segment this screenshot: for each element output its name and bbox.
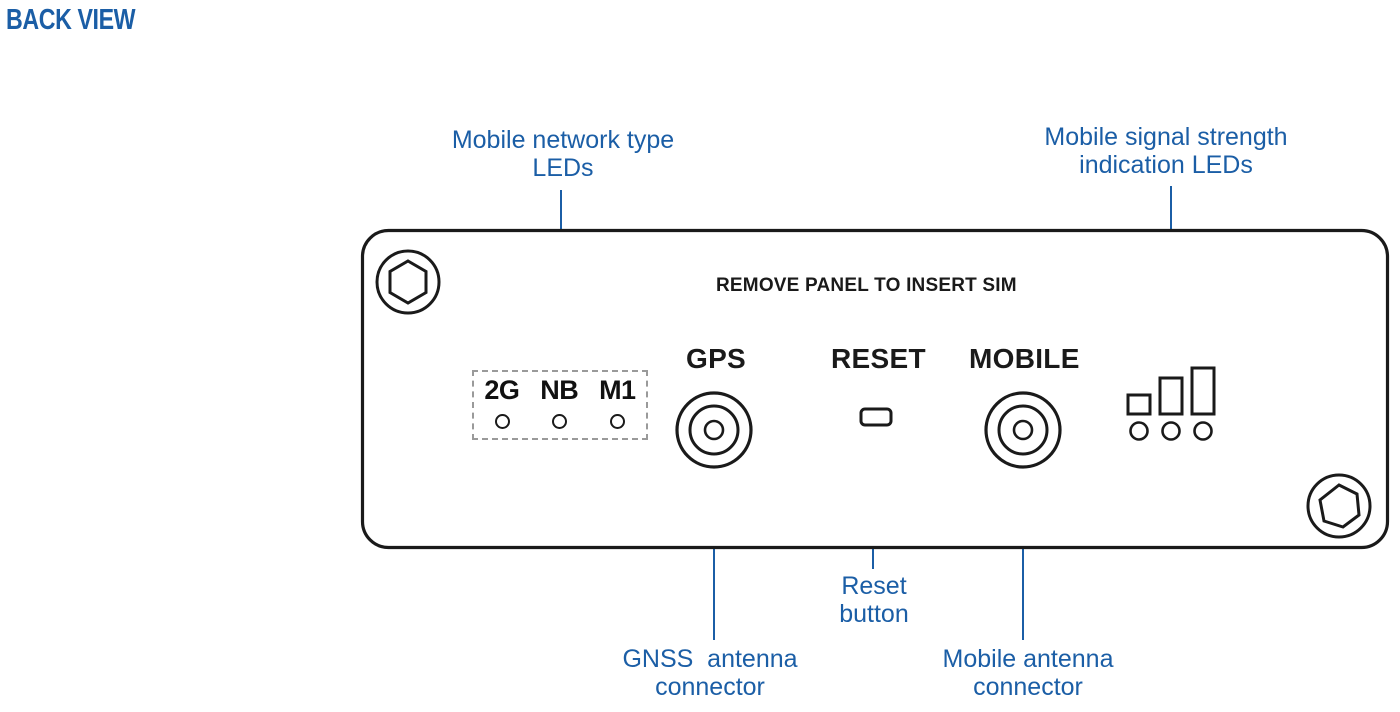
callout-gnss-connector: GNSS antenna connector <box>622 645 798 701</box>
reset-port-label: RESET <box>831 343 926 374</box>
callout-signal-strength-leds: Mobile signal strength indication LEDs <box>1044 123 1288 179</box>
callout-reset-button: Reset button <box>839 572 909 628</box>
signal-led-3 <box>1193 421 1213 441</box>
signal-led-1 <box>1129 421 1149 441</box>
network-led-nb <box>552 414 568 429</box>
leader-line-gnss-connector <box>713 468 715 640</box>
signal-bar-1 <box>1126 393 1152 416</box>
led-label-m1: M1 <box>599 375 636 405</box>
signal-strength-bars <box>1126 366 1216 416</box>
mobile-port-label: MOBILE <box>969 343 1080 374</box>
gps-port-label: GPS <box>686 343 747 374</box>
network-type-led-group: 2G NB M1 <box>472 370 648 440</box>
device-panel <box>360 228 1390 550</box>
screw-top-left <box>375 249 441 315</box>
screw-bottom-right <box>1306 473 1372 539</box>
reset-button <box>859 407 893 427</box>
sim-notice-text: REMOVE PANEL TO INSERT SIM <box>716 275 1017 296</box>
page-title: BACK VIEW <box>6 4 136 36</box>
callout-mobile-connector: Mobile antenna connector <box>942 645 1114 701</box>
mobile-antenna-connector <box>984 391 1062 469</box>
signal-bar-2 <box>1158 376 1184 416</box>
led-label-nb: NB <box>540 375 579 405</box>
led-label-2g: 2G <box>484 375 520 405</box>
signal-strength-leds <box>1129 421 1213 441</box>
network-type-led-dots <box>474 414 646 429</box>
network-type-led-labels: 2G NB M1 <box>474 375 646 406</box>
gnss-antenna-connector <box>675 391 753 469</box>
leader-line-mobile-connector <box>1022 468 1024 640</box>
network-led-m1 <box>609 414 625 429</box>
panel-outline <box>363 231 1388 548</box>
signal-led-2 <box>1161 421 1181 441</box>
network-led-2g <box>495 414 511 429</box>
signal-bar-3 <box>1190 366 1216 416</box>
callout-network-type-leds: Mobile network type LEDs <box>451 126 675 182</box>
